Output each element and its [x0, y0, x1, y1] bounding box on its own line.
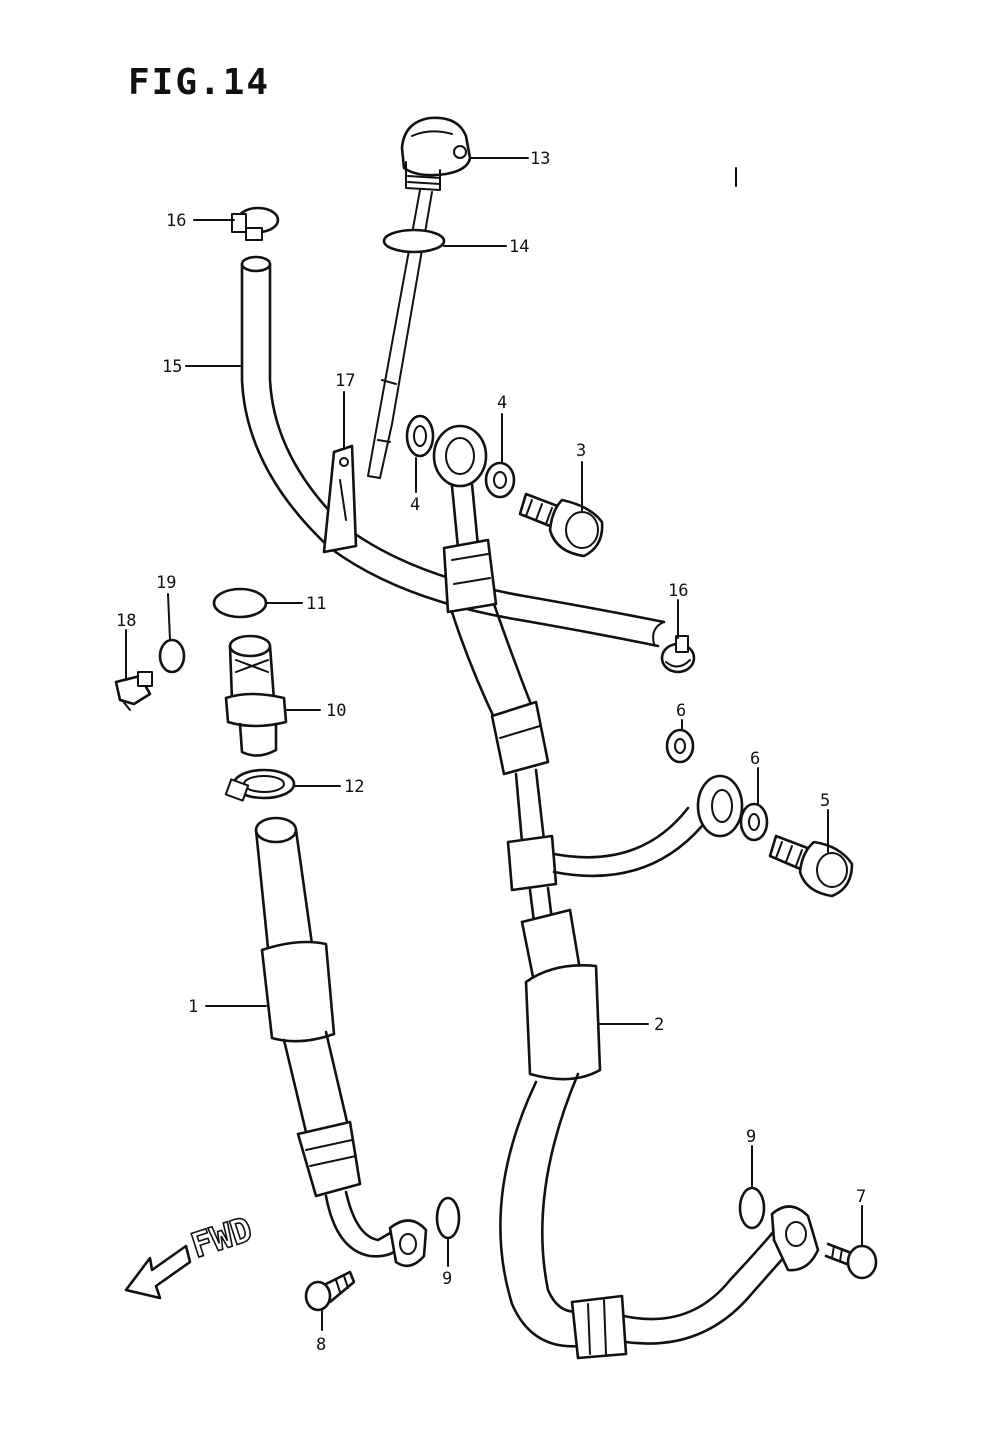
part-6-washer-left[interactable]: [665, 728, 695, 764]
figure-title: FIG.14: [128, 62, 271, 103]
part-18-fitting[interactable]: [114, 671, 153, 711]
part-6-washer-right[interactable]: [739, 802, 769, 842]
forward-direction-arrow-icon: [124, 1244, 192, 1300]
part-16-hose-clamp-lower[interactable]: [660, 635, 696, 674]
callout-11[interactable]: 11: [306, 594, 326, 614]
callout-10[interactable]: 10: [326, 701, 346, 721]
part-16-hose-clamp-upper[interactable]: [231, 206, 280, 241]
callout-15[interactable]: 15: [162, 357, 182, 377]
part-2-oil-hose[interactable]: [432, 424, 820, 1360]
part-11-o-ring[interactable]: [212, 587, 268, 619]
callout-1[interactable]: 1: [188, 997, 198, 1017]
callout-12[interactable]: 12: [344, 777, 364, 797]
callout-13[interactable]: 13: [530, 149, 550, 169]
part-9-o-ring-left[interactable]: [435, 1196, 461, 1240]
part-7-bolt[interactable]: [824, 1242, 878, 1280]
part-4-washer-left[interactable]: [405, 414, 435, 458]
callout-8[interactable]: 8: [316, 1335, 326, 1355]
direction-label: FWD: [186, 1210, 257, 1267]
part-1-oil-hose[interactable]: [254, 816, 428, 1268]
part-14-o-ring[interactable]: [382, 228, 446, 254]
callout-14[interactable]: 14: [509, 237, 529, 257]
part-4-washer-right[interactable]: [484, 461, 516, 499]
leader-lines: [125, 157, 863, 1331]
part-10-hose-fitting[interactable]: [224, 634, 288, 757]
callout-17[interactable]: 17: [335, 371, 355, 391]
part-9-o-ring-right[interactable]: [738, 1186, 766, 1230]
callout-4-left[interactable]: 4: [410, 495, 420, 515]
callout-9-left[interactable]: 9: [442, 1269, 452, 1289]
part-12-hose-clamp[interactable]: [224, 768, 296, 802]
callout-6-left[interactable]: 6: [676, 701, 686, 721]
callout-4-right[interactable]: 4: [497, 393, 507, 413]
callout-19[interactable]: 19: [156, 573, 176, 593]
callout-2[interactable]: 2: [654, 1015, 664, 1035]
part-3-union-bolt[interactable]: [518, 492, 604, 558]
callout-labels: 13 14 16 15 17 4 4 3 19 18 11 16 10 6 12…: [116, 149, 866, 1355]
part-19-cap[interactable]: [158, 638, 186, 674]
callout-3[interactable]: 3: [576, 441, 586, 461]
part-17-hose-bracket[interactable]: [322, 444, 358, 554]
callout-5[interactable]: 5: [820, 791, 830, 811]
callout-18[interactable]: 18: [116, 611, 136, 631]
part-5-union-bolt[interactable]: [768, 834, 854, 898]
callout-7[interactable]: 7: [856, 1187, 866, 1207]
part-13-filler-cap[interactable]: [400, 116, 472, 191]
callout-16-lower[interactable]: 16: [668, 581, 688, 601]
callout-9-right[interactable]: 9: [746, 1127, 756, 1147]
callout-16-upper[interactable]: 16: [166, 211, 186, 231]
callout-6-right[interactable]: 6: [750, 749, 760, 769]
part-8-bolt[interactable]: [304, 1270, 356, 1312]
part-15-breather-hose[interactable]: [240, 255, 666, 648]
